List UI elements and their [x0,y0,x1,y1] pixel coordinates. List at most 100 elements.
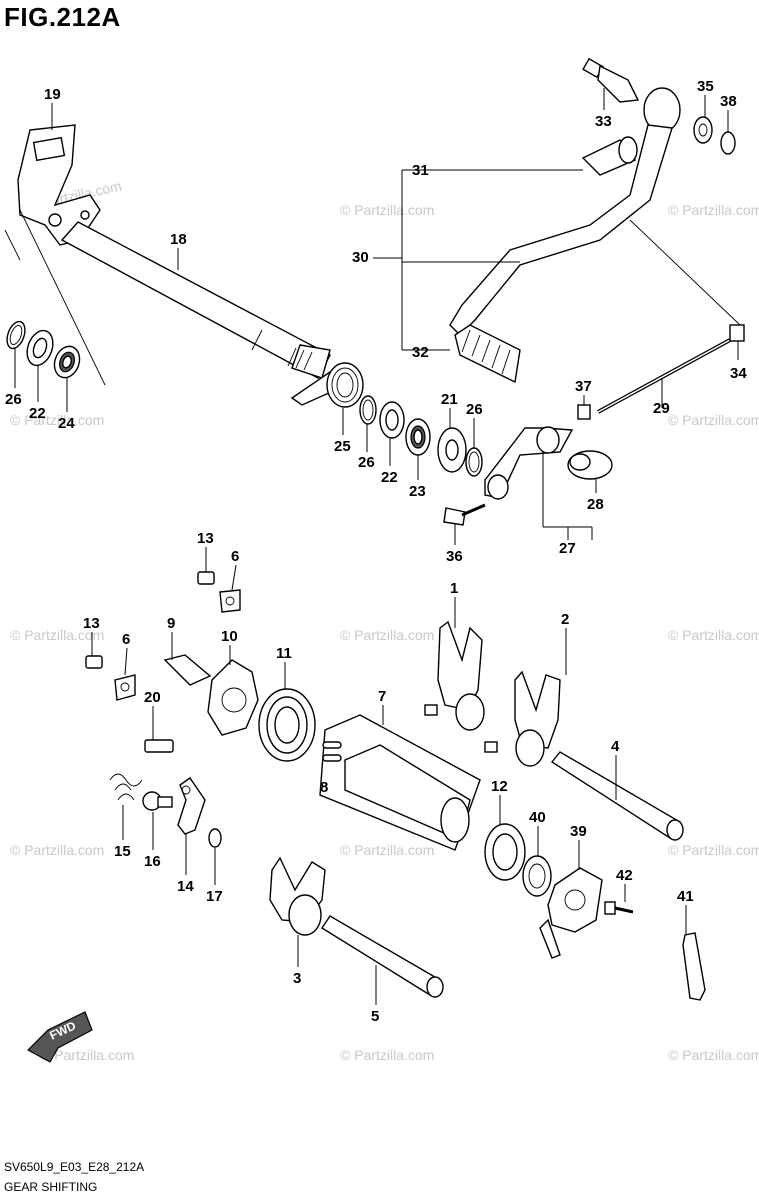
figure-code: SV650L9_E03_E28_212A [4,1160,145,1174]
callout-28: 28 [587,496,604,513]
callout-5: 5 [371,1008,379,1025]
callout-26: 26 [466,401,483,418]
part-19-shift-cam-plate [17,124,101,246]
watermark: © Partzilla.com [668,202,759,218]
part-35-washer [693,116,713,144]
callout-34: 34 [730,365,747,382]
part-40-washer [522,855,552,897]
part-26-circlip-left [6,320,26,350]
callout-31: 31 [412,162,429,179]
callout-18: 18 [170,231,187,248]
part-31-joint [581,136,638,176]
callout-12: 12 [491,778,508,795]
callout-7: 7 [378,688,386,705]
callout-2: 2 [561,611,569,628]
part-39-neutral-switch [539,867,603,959]
callout-37: 37 [575,378,592,395]
part-23-oil-seal [405,418,431,456]
part-13-bolt-a [197,571,215,585]
part-36-bolt [443,503,486,526]
part-34-nut [729,324,745,342]
callout-11: 11 [276,645,292,662]
callout-27: 27 [559,540,576,557]
callout-26: 26 [358,454,375,471]
watermark: © Partzilla.com [40,1047,134,1063]
callout-26: 26 [5,391,22,408]
callout-19: 19 [44,86,61,103]
callout-24: 24 [58,415,75,432]
watermark: © Partzilla.com [10,842,104,858]
watermark: © Partzilla.com [10,412,104,428]
part-33-bolt [582,57,640,103]
part-22-washer-left [26,329,54,367]
part-17-washer [208,828,222,848]
part-25-shift-arm-spring [290,362,364,408]
callout-20: 20 [144,689,161,706]
watermark: © Partzilla.com [668,842,759,858]
part-21-washer [437,427,467,473]
part-27-gearshift-arm [484,426,574,500]
part-26-circlip-right [465,447,483,477]
part-30-gearshift-lever [449,87,681,336]
watermarks: © Partzilla.com © Partzilla.com © Partzi… [10,178,759,1063]
part-26-circlip-mid [359,395,377,425]
part-24-oil-seal [53,345,81,379]
part-6-stopper-a [219,589,241,613]
callout-38: 38 [720,93,737,110]
part-12-bearing [484,823,526,881]
callout-36: 36 [446,548,463,565]
part-2-shift-fork [484,670,561,767]
watermark: © Partzilla.com [668,627,759,643]
watermark: © Partzilla.com [340,202,434,218]
part-29-gearshift-rod [597,338,731,414]
callout-13: 13 [83,615,100,632]
watermark: © Partzilla.com [340,627,434,643]
watermark: © Partzilla.com [668,1047,759,1063]
callout-17: 17 [206,888,223,905]
callout-8: 8 [320,779,328,796]
leader-lines [14,88,739,1005]
part-9-pin [163,654,212,686]
part-22-washer-mid [379,401,405,439]
callout-22: 22 [29,405,46,422]
callout-33: 33 [595,113,612,130]
part-10-cam-plate [207,659,259,736]
callout-10: 10 [221,628,238,645]
callout-15: 15 [114,843,131,860]
watermark: © Partzilla.com [10,627,104,643]
part-16-bolt [142,791,173,811]
watermark: © Partzilla.com [668,412,759,428]
callout-13: 13 [197,530,214,547]
callout-42: 42 [616,867,633,884]
callout-9: 9 [167,615,175,632]
part-13-bolt-b [85,655,103,669]
callout-6: 6 [231,548,239,565]
part-14-stopper-lever [177,777,206,835]
part-28-boot [567,450,613,480]
figure-title: FIG.212A [4,2,121,32]
callout-3: 3 [293,970,301,987]
part-6-stopper-b [114,674,136,701]
figure-name: GEAR SHIFTING [4,1180,98,1194]
callouts: 19 18 26 22 24 25 26 22 23 21 26 31 30 3… [5,78,747,1025]
callout-40: 40 [529,809,546,826]
part-38-circlip [720,131,736,155]
callout-41: 41 [677,888,694,905]
callout-16: 16 [144,853,161,870]
callout-32: 32 [412,344,429,361]
callout-14: 14 [177,878,194,895]
part-3-shift-fork [269,856,326,936]
callout-23: 23 [409,483,426,500]
callout-35: 35 [697,78,714,95]
part-18-gearshift-shaft [60,221,331,379]
watermark: © Partzilla.com [340,842,434,858]
part-41-clamp [682,932,706,1001]
callout-6: 6 [122,631,130,648]
part-15-spring [109,773,143,801]
part-1-shift-fork [424,620,485,731]
callout-21: 21 [441,391,458,408]
callout-39: 39 [570,823,587,840]
part-7-gearshift-cam [319,714,481,851]
callout-25: 25 [334,438,351,455]
